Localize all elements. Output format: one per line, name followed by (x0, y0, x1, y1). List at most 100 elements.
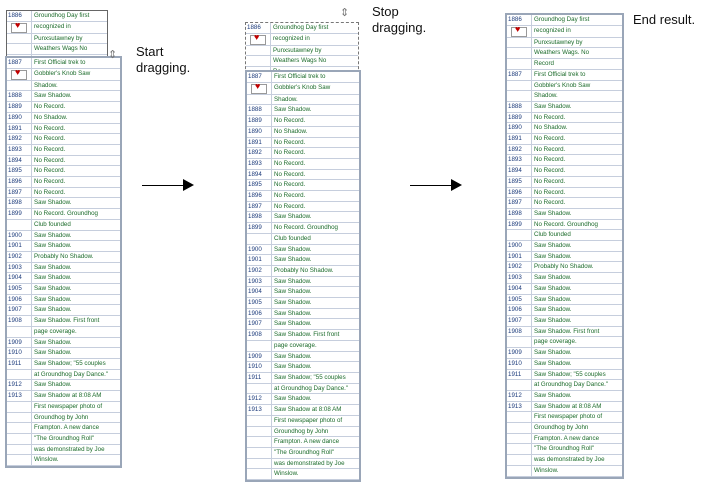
table-row[interactable]: Groundhog by John (247, 426, 359, 438)
table-row[interactable]: at Groundhog Day Dance." (507, 380, 622, 391)
table-row[interactable]: page coverage. (247, 340, 359, 352)
table-row[interactable]: Winslow. (247, 469, 359, 481)
table-row[interactable]: recognized in (7, 21, 107, 34)
table-row[interactable]: Weathers Wags. No (507, 48, 622, 60)
table-row[interactable]: Club founded (7, 219, 120, 231)
table-row[interactable]: Gobbler's Knob Saw (247, 82, 359, 95)
table-row[interactable]: was demonstrated by Joe (7, 444, 120, 456)
drag-handle-icon[interactable]: ⇕ (340, 7, 350, 19)
table-row[interactable]: "The Groundhog Roll" (247, 447, 359, 459)
table-row[interactable]: page coverage. (7, 326, 120, 338)
table-row[interactable]: Frampton. A new dance (7, 423, 120, 434)
table-row[interactable]: Weathers Wags No (7, 44, 107, 56)
table-row[interactable]: recognized in (507, 25, 622, 38)
table-row[interactable]: First newspaper photo of (507, 412, 622, 424)
table-row[interactable]: Weathers Wags No (246, 56, 358, 68)
table-row[interactable]: Club founded (507, 230, 622, 242)
table-row[interactable]: First newspaper photo of (7, 401, 120, 413)
table-row[interactable]: was demonstrated by Joe (247, 458, 359, 470)
table-row[interactable]: Punxsutawney by (246, 45, 358, 57)
table-row[interactable]: page coverage. (507, 337, 622, 349)
table-row[interactable]: Punxsutawney by (7, 33, 107, 45)
table-row[interactable]: Gobbler's Knob Saw (507, 80, 622, 92)
table-row[interactable]: recognized in (246, 33, 358, 46)
table-row[interactable]: at Groundhog Day Dance." (247, 383, 359, 395)
table-row[interactable]: Shadow. (507, 91, 622, 102)
table-row[interactable]: Gobbler's Knob Saw (7, 68, 120, 81)
table-row[interactable]: Groundhog by John (507, 423, 622, 434)
table-row[interactable]: at Groundhog Day Dance." (7, 369, 120, 381)
table-row[interactable]: Punxsutawney by (507, 37, 622, 49)
table-row[interactable]: Club founded (247, 233, 359, 245)
table-row[interactable]: Record (507, 59, 622, 70)
table-row[interactable]: Groundhog by John (7, 412, 120, 424)
table-row[interactable]: Winslow. (507, 465, 622, 477)
